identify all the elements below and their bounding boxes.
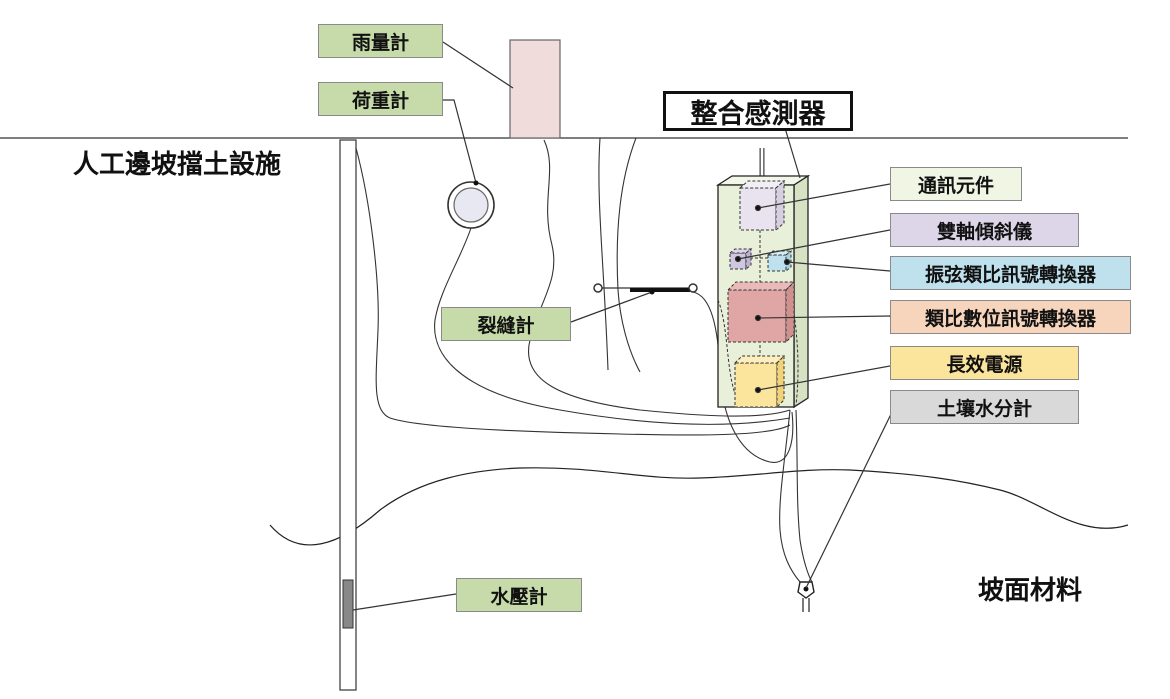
load-cell-leader-dot <box>473 180 479 186</box>
cable-soil-moisture-a <box>779 409 801 583</box>
crack-line-2 <box>616 137 641 373</box>
title-leader <box>784 127 801 179</box>
device-side <box>793 174 809 409</box>
power-label: 長效電源 <box>890 346 1079 380</box>
rain-gauge-body <box>509 39 561 139</box>
soil-moisture-label: 土壤水分計 <box>890 390 1079 424</box>
cable-soil-moisture-b <box>795 409 813 583</box>
load-cell-label: 荷重計 <box>318 82 443 116</box>
crack-line-1 <box>598 137 609 371</box>
comm-module-block <box>738 179 786 232</box>
cable-piezometer <box>355 147 791 436</box>
slope-boundary-line <box>269 467 1129 546</box>
soil-moisture-probe-dot <box>803 586 809 592</box>
adc-converter-label: 類比數位訊號轉換器 <box>890 300 1131 334</box>
crack-meter-label: 裂縫計 <box>441 307 571 341</box>
crack-meter-end-right <box>688 283 698 293</box>
adc-block <box>726 280 796 344</box>
power-block <box>733 354 786 409</box>
piezometer-label: 水壓計 <box>456 578 582 612</box>
load-cell-leader <box>443 99 477 184</box>
crack-meter-leader-dot <box>649 289 655 295</box>
slope-material-label: 坡面材料 <box>978 576 1083 606</box>
cable-load-cell <box>434 227 791 425</box>
borehole <box>339 139 357 691</box>
crack-meter-leader <box>570 291 653 323</box>
piezometer-leader <box>352 593 457 611</box>
soil-moisture-leader <box>805 409 894 589</box>
integrated-sensor-title: 整合感測器 <box>663 91 853 131</box>
inclinometer-label: 雙軸傾斜儀 <box>890 213 1079 247</box>
comm-module-label: 通訊元件 <box>890 167 1022 201</box>
component-leaders <box>734 183 891 394</box>
rain-gauge-leader <box>442 41 514 89</box>
piezometer-sensor <box>342 579 354 629</box>
cable-rain-gauge <box>528 139 791 417</box>
load-cell-inner <box>453 187 489 223</box>
retaining-facility-label: 人工邊坡擋土設施 <box>73 150 282 180</box>
crack-meter-end-left <box>593 283 603 293</box>
rain-gauge-label: 雨量計 <box>318 24 443 58</box>
cable-crack-meter <box>692 291 794 463</box>
vibrating-wire-label: 振弦類比訊號轉換器 <box>890 256 1131 290</box>
